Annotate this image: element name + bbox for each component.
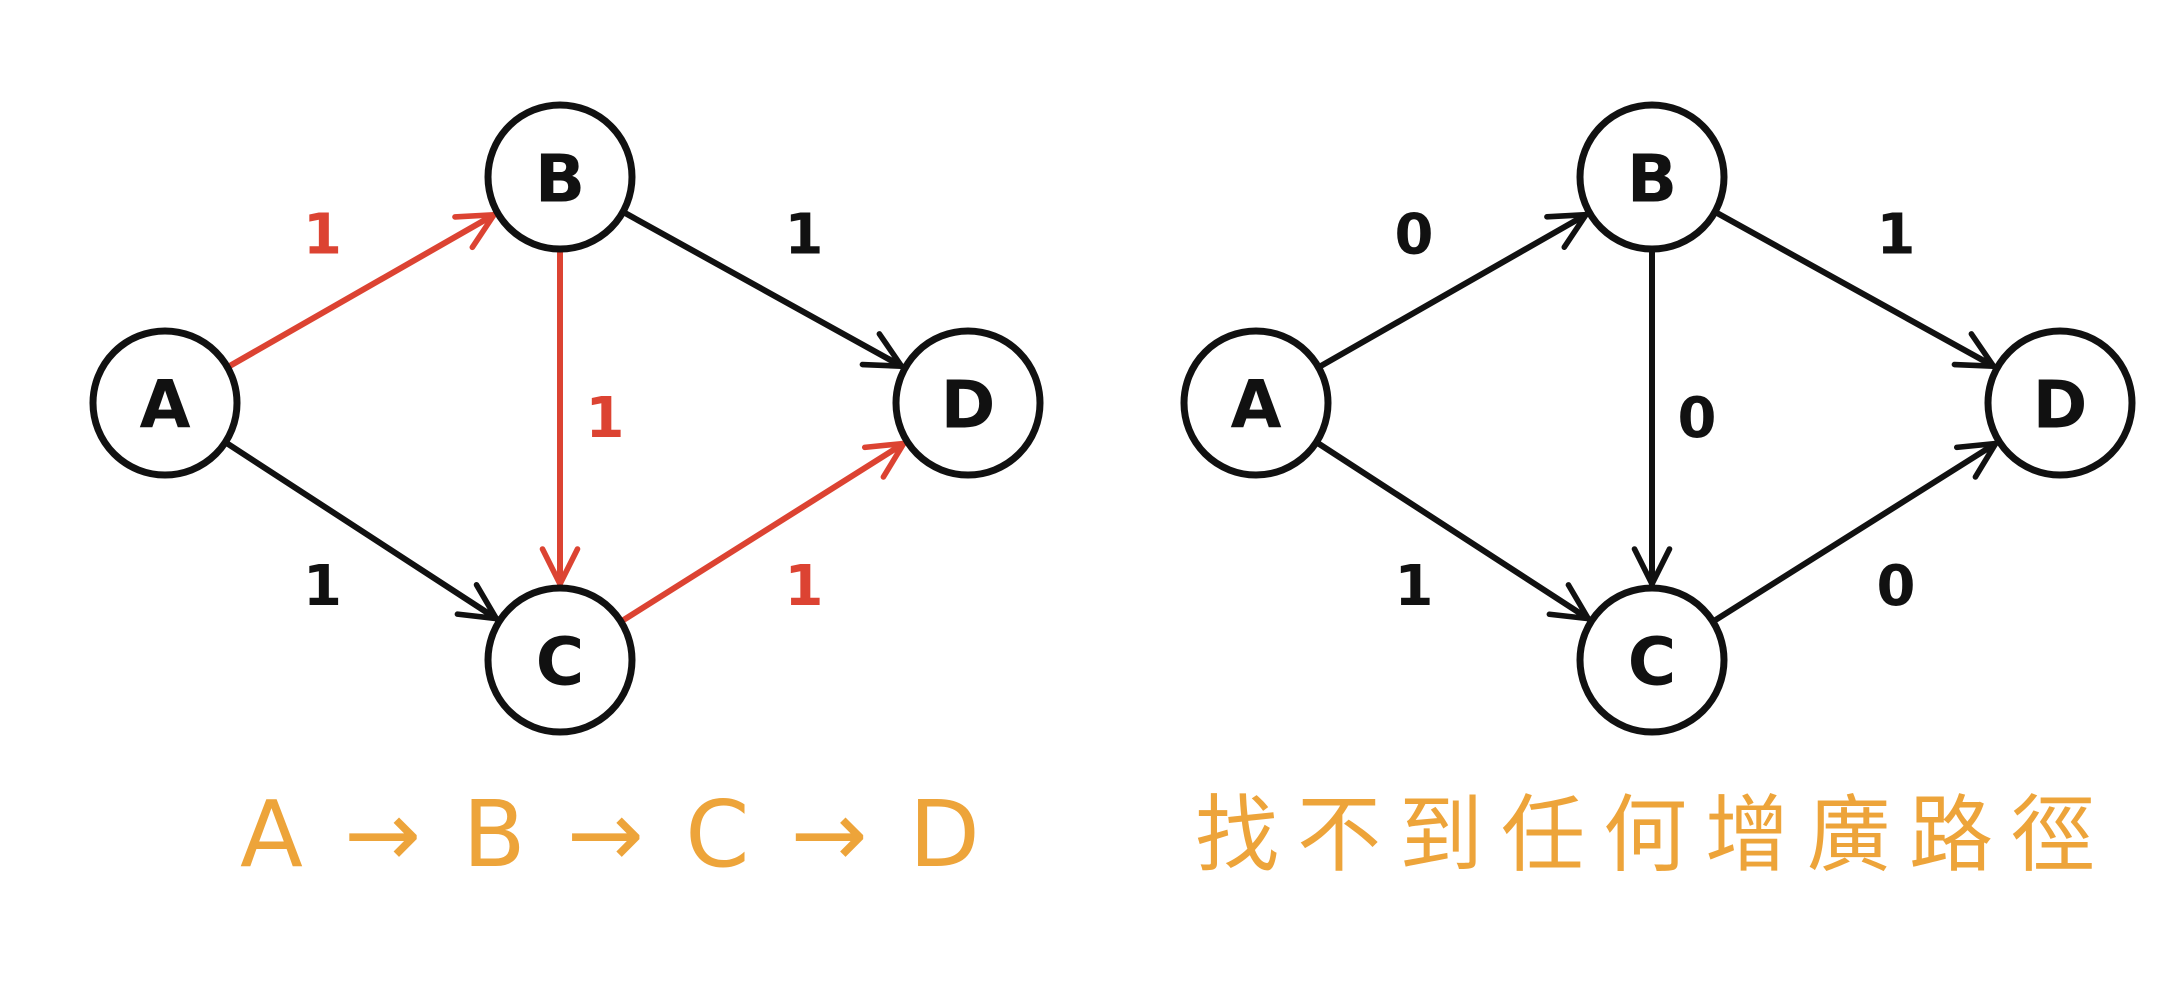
- node-b: B: [1576, 101, 1728, 253]
- edge-b-d: [1711, 208, 1997, 370]
- node-label: C: [1628, 624, 1676, 701]
- node-label: A: [139, 367, 190, 444]
- node-circle: [1984, 327, 2136, 479]
- node-circle: [1576, 101, 1728, 253]
- edge-a-b: [1315, 211, 1589, 371]
- node-circle: [892, 327, 1044, 479]
- node-c: C: [1576, 584, 1728, 736]
- edge-capacity-label-a-c: 1: [1395, 554, 1434, 619]
- node-circle: [1180, 327, 1332, 479]
- node-a: A: [1180, 327, 1332, 479]
- edge-capacity-label-b-d: 1: [785, 203, 824, 268]
- edge-a-c: [1313, 439, 1592, 622]
- caption-no-augmenting-path: 找不到任何增廣路徑: [1195, 786, 2114, 884]
- edge-capacity-label-a-b: 1: [303, 203, 342, 268]
- edge-c-d: [1709, 440, 1999, 625]
- edge-a-c: [222, 439, 500, 622]
- edge-capacity-label-a-c: 1: [303, 554, 342, 619]
- node-label: B: [1627, 141, 1677, 218]
- edge-capacity-label-c-d: 1: [785, 554, 824, 619]
- node-circle: [89, 327, 241, 479]
- node-label: D: [941, 367, 996, 444]
- node-a: A: [89, 327, 241, 479]
- edge-capacity-label-c-d: 0: [1877, 554, 1916, 619]
- node-circle: [1576, 584, 1728, 736]
- node-label: D: [2033, 367, 2088, 444]
- node-circle: [484, 584, 636, 736]
- node-label: C: [536, 624, 584, 701]
- node-circle: [484, 101, 636, 253]
- edge-c-d: [617, 440, 907, 625]
- caption-augmenting-path: A → B → C → D: [240, 781, 986, 888]
- node-d: D: [1984, 327, 2136, 479]
- node-label: A: [1230, 367, 1281, 444]
- edge-a-b: [224, 211, 498, 371]
- node-c: C: [484, 584, 636, 736]
- edge-capacity-label-a-b: 0: [1395, 203, 1434, 268]
- node-d: D: [892, 327, 1044, 479]
- edge-capacity-label-b-c: 0: [1678, 386, 1717, 451]
- edge-capacity-label-b-d: 1: [1877, 203, 1916, 268]
- edge-b-d: [619, 208, 905, 370]
- edge-capacity-label-b-c: 1: [586, 386, 625, 451]
- node-label: B: [535, 141, 585, 218]
- node-b: B: [484, 101, 636, 253]
